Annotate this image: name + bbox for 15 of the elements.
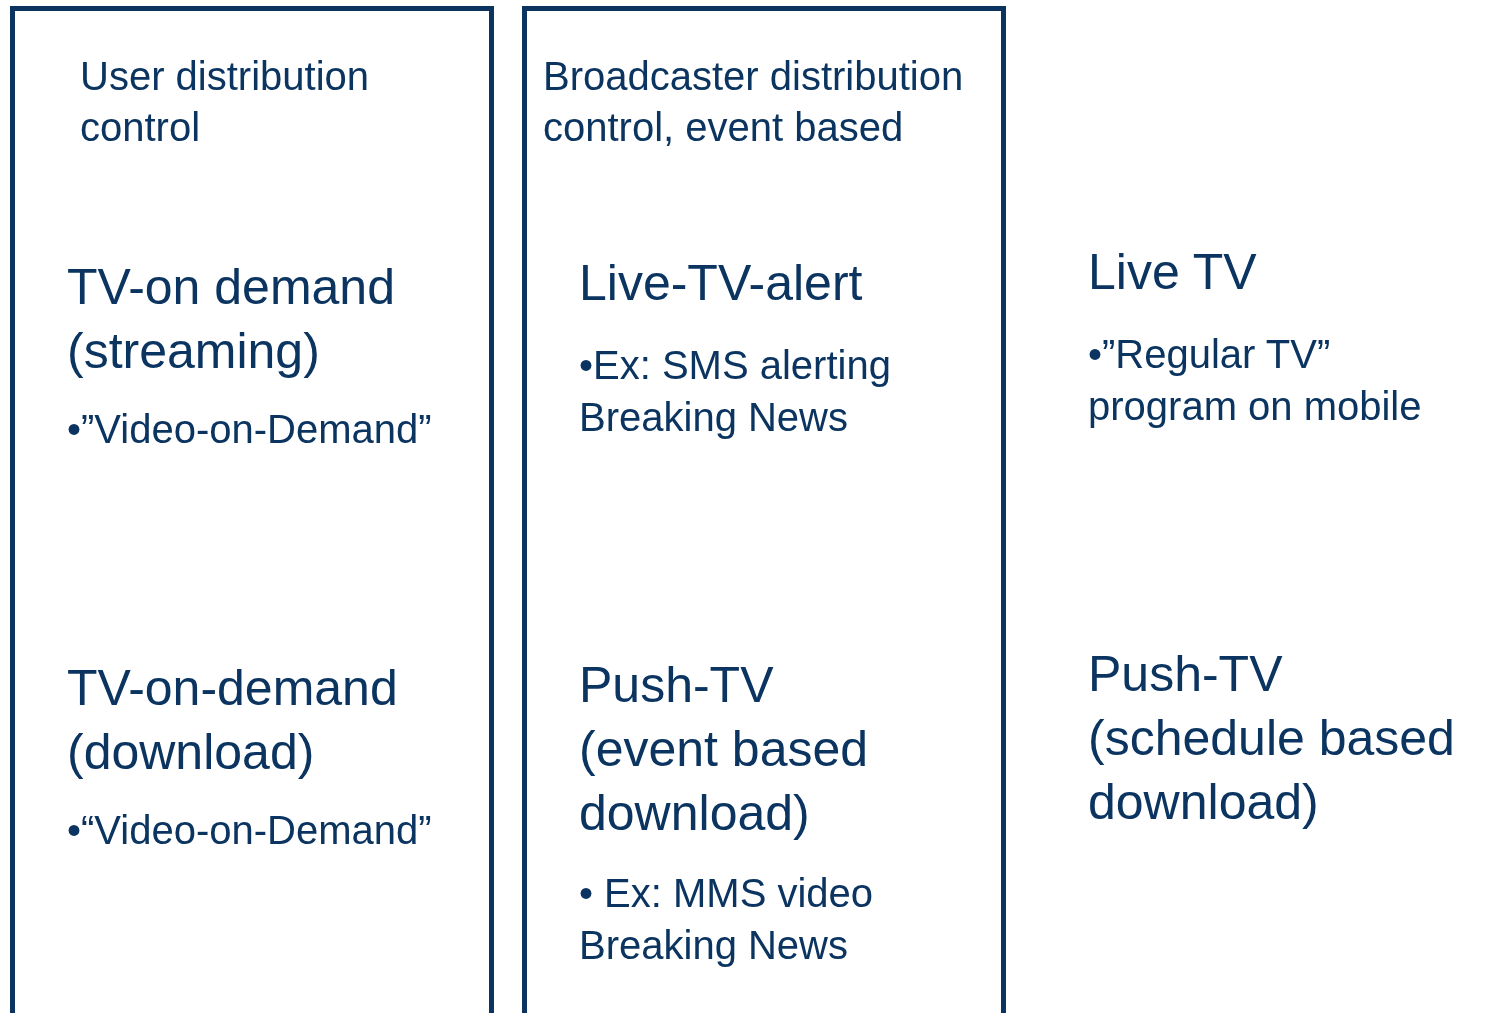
category-title: TV-on demand (streaming) [67, 258, 396, 381]
category-title: TV-on-demand (download) [67, 659, 399, 782]
category-title: Push-TV (event based download) [579, 656, 870, 843]
example-text: •Ex: SMS alerting Breaking News [579, 342, 892, 441]
example-text: •“Video-on-Demand” [67, 807, 433, 854]
column-heading: User distribution control [80, 53, 370, 151]
category-title: Live TV [1088, 243, 1258, 302]
column-box [522, 6, 1006, 1013]
example-text: •”Regular TV” program on mobile [1088, 331, 1423, 430]
example-text: • Ex: MMS video Breaking News [579, 870, 875, 969]
category-title: Push-TV (schedule based download) [1088, 645, 1456, 832]
example-text: •”Video-on-Demand” [67, 406, 433, 453]
category-title: Live-TV-alert [579, 254, 864, 313]
column-heading: Broadcaster distribution control, event based [543, 53, 965, 151]
column-box [10, 6, 494, 1013]
